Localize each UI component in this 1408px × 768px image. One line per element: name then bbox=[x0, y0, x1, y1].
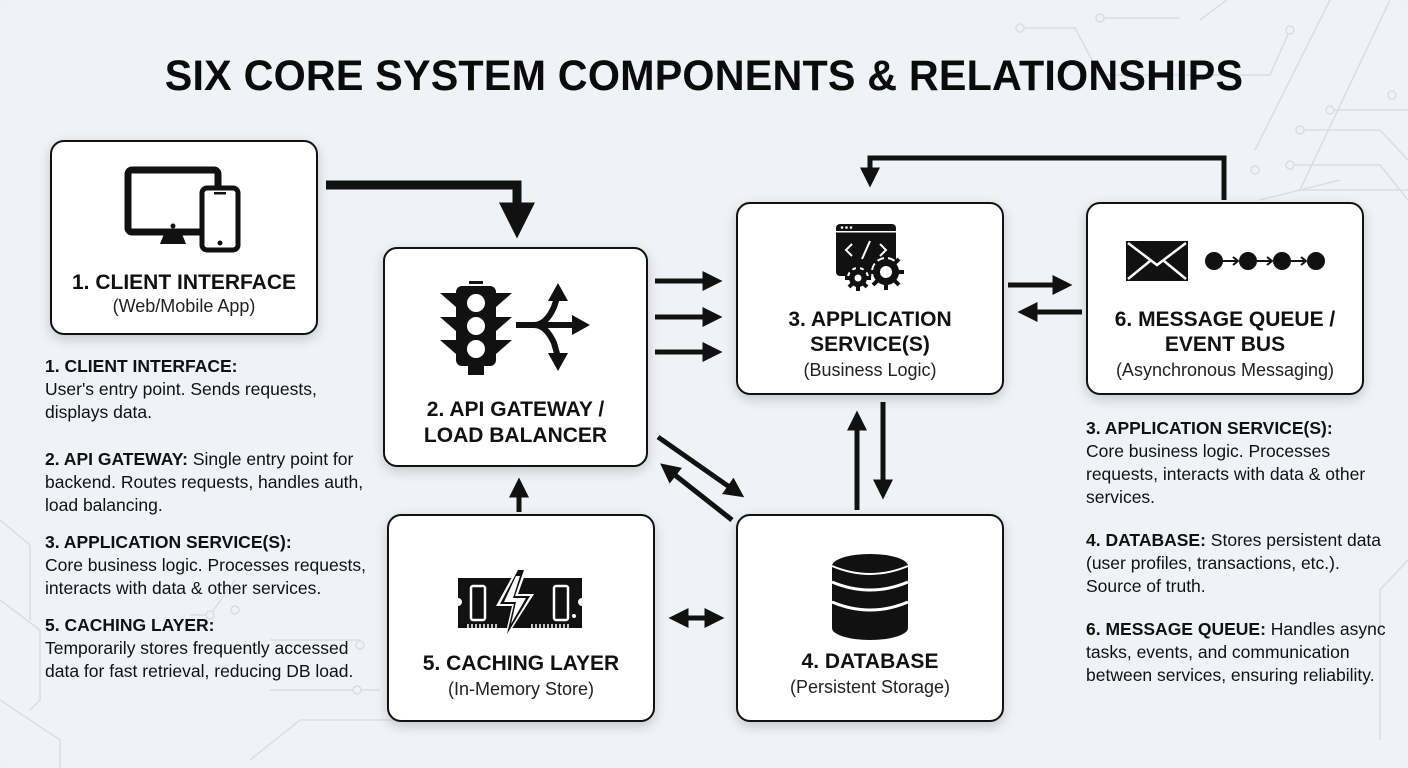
description-database: 4. DATABASE: Stores persistent data (use… bbox=[1086, 530, 1382, 596]
page-title: SIX CORE SYSTEM COMPONENTS & RELATIONSHI… bbox=[164, 52, 1244, 100]
code-window-gears-icon bbox=[738, 222, 1002, 292]
description-application-right: 3. APPLICATION SERVICE(S): Core business… bbox=[1086, 418, 1366, 507]
database-cylinder-icon bbox=[738, 552, 1002, 642]
application-service-subtitle: (Business Logic) bbox=[803, 360, 937, 380]
application-service-title-line1: 3. APPLICATION bbox=[788, 308, 952, 331]
database-title: 4. DATABASE bbox=[801, 650, 939, 673]
message-queue-subtitle: (Asynchronous Messaging) bbox=[1115, 360, 1335, 380]
description-cache: 5. CACHING LAYER: Temporarily stores fre… bbox=[45, 615, 354, 681]
caching-layer-title: 5. CACHING LAYER bbox=[422, 652, 620, 675]
description-message-queue: 6. MESSAGE QUEUE: Handles async tasks, e… bbox=[1086, 619, 1386, 685]
left-descriptions: 1. CLIENT INTERFACE: User's entry point.… bbox=[45, 355, 375, 697]
traffic-light-routing-icon bbox=[385, 277, 646, 377]
memory-chip-lightning-icon bbox=[389, 566, 653, 641]
description-gateway: 2. API GATEWAY: Single entry point for b… bbox=[45, 449, 364, 515]
application-service-box[interactable]: 3. APPLICATION SERVICE(S) (Business Logi… bbox=[736, 202, 1004, 395]
message-queue-title-line2: EVENT BUS bbox=[1164, 333, 1286, 356]
application-service-title-line2: SERVICE(S) bbox=[810, 333, 930, 356]
caching-layer-subtitle: (In-Memory Store) bbox=[447, 679, 595, 699]
database-subtitle: (Persistent Storage) bbox=[789, 677, 951, 697]
caching-layer-box[interactable]: 5. CACHING LAYER (In-Memory Store) bbox=[387, 514, 655, 722]
description-client: 1. CLIENT INTERFACE: User's entry point.… bbox=[45, 356, 317, 422]
right-descriptions: 3. APPLICATION SERVICE(S): Core business… bbox=[1086, 417, 1386, 701]
message-queue-box[interactable]: 6. MESSAGE QUEUE / EVENT BUS (Asynchrono… bbox=[1086, 202, 1364, 395]
api-gateway-title-line2: LOAD BALANCER bbox=[423, 424, 608, 447]
message-queue-title-line1: 6. MESSAGE QUEUE / bbox=[1114, 308, 1336, 331]
client-interface-box[interactable]: 1. CLIENT INTERFACE (Web/Mobile App) bbox=[50, 140, 318, 335]
desktop-mobile-icon bbox=[52, 164, 316, 254]
envelope-chain-icon bbox=[1088, 237, 1362, 285]
api-gateway-box[interactable]: 2. API GATEWAY / LOAD BALANCER bbox=[383, 247, 648, 467]
api-gateway-title-line1: 2. API GATEWAY / bbox=[426, 398, 605, 421]
database-box[interactable]: 4. DATABASE (Persistent Storage) bbox=[736, 514, 1004, 722]
client-interface-title: 1. CLIENT INTERFACE bbox=[71, 271, 297, 294]
client-interface-subtitle: (Web/Mobile App) bbox=[112, 296, 256, 316]
description-application: 3. APPLICATION SERVICE(S): Core business… bbox=[45, 532, 366, 598]
